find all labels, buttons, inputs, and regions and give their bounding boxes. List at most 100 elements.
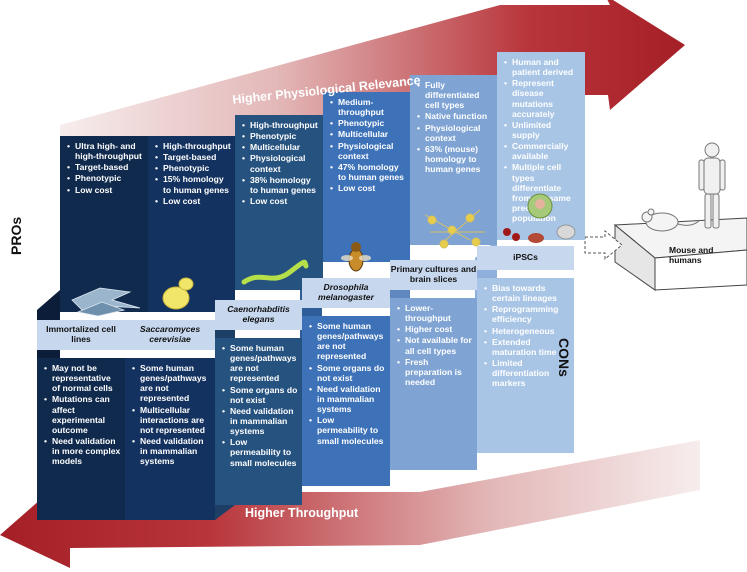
bullet-item: Some human genes/pathways are not repres… xyxy=(222,343,298,384)
model-name-text: Drosophila melanogaster xyxy=(318,282,374,302)
endpoint-label: Mouse and humans xyxy=(669,245,714,265)
bullet-item: Represent disease mutations accurately xyxy=(504,78,581,119)
bullet-item: Fresh preparation is needed xyxy=(397,357,473,387)
bullet-item: Some organs do not exist xyxy=(309,363,386,383)
bullet-item: Limited differentiation markers xyxy=(484,358,570,388)
bullet-item: Low cost xyxy=(155,196,231,206)
bullet-item: High-throughput xyxy=(242,120,319,130)
bullet-item: Heterogeneous xyxy=(484,326,570,336)
bullet-item: Low permeability to small molecules xyxy=(222,437,298,467)
worm-icon xyxy=(241,259,309,285)
fly-icon xyxy=(341,242,371,272)
bullet-item: 15% homology to human genes xyxy=(155,174,231,194)
model-name-text: Caenorhabditis elegans xyxy=(227,304,290,324)
model-name-primary: Primary cultures and brain slices xyxy=(390,260,477,290)
bullet-item: Commercially available xyxy=(504,141,581,161)
model-name-drosophila: Drosophila melanogaster xyxy=(302,278,390,308)
bullet-item: 63% (mouse) homology to human genes xyxy=(417,144,493,174)
bullet-item: Need validation in mammalian systems xyxy=(309,384,386,414)
bullet-item: Fully differentiated cell types xyxy=(417,80,493,110)
cons-list: May not be representative of normal cell… xyxy=(43,363,121,466)
cell-line-icon xyxy=(71,287,141,317)
pros-panel-drosophila: Medium-throughputPhenotypicMulticellular… xyxy=(323,92,410,262)
model-name-text: Saccaromyces cerevisiae xyxy=(139,324,201,344)
bullet-item: Reprogramming efficiency xyxy=(484,304,570,324)
cons-panel-primary: Lower-throughputHigher costNot available… xyxy=(390,298,477,470)
pros-panel-primary: Fully differentiated cell typesNative fu… xyxy=(410,75,497,245)
cons-list: Some human genes/pathways are not repres… xyxy=(221,343,298,468)
model-name-immortalized: Immortalized cell lines xyxy=(37,320,125,350)
pros-list: Medium-throughputPhenotypicMulticellular… xyxy=(329,97,406,193)
cons-list: Lower-throughputHigher costNot available… xyxy=(396,303,473,387)
cons-label: CONs xyxy=(556,338,572,377)
bullet-item: Target-based xyxy=(155,152,231,162)
bullet-item: Medium-throughput xyxy=(330,97,406,117)
model-name-text: Primary cultures and brain slices xyxy=(390,264,477,284)
model-name-text: iPSCs xyxy=(513,252,538,263)
bullet-item: May not be representative of normal cell… xyxy=(44,363,121,393)
bullet-item: Low cost xyxy=(67,185,144,195)
cons-panel-saccaromyces: Some human genes/pathways are not repres… xyxy=(125,358,215,520)
bullet-item: Low cost xyxy=(330,183,406,193)
bullet-item: Multicellular interactions are not repre… xyxy=(132,405,211,435)
cons-list: Some human genes/pathways are not repres… xyxy=(131,363,211,466)
bullet-item: Higher cost xyxy=(397,324,473,334)
human-illustration xyxy=(698,142,726,229)
bullet-item: Need validation in mammalian systems xyxy=(132,436,211,466)
pros-list: Fully differentiated cell typesNative fu… xyxy=(416,80,493,174)
bullet-item: Physiological context xyxy=(330,141,406,161)
yeast-icon xyxy=(162,277,194,310)
bullet-item: Lower-throughput xyxy=(397,303,473,323)
cons-list: Some human genes/pathways are not repres… xyxy=(308,321,386,446)
model-name-celegans: Caenorhabditis elegans xyxy=(215,300,302,330)
pros-panel-immortalized: Ultra high- and high-throughputTarget-ba… xyxy=(60,136,148,312)
bullet-item: Need validation in mammalian systems xyxy=(222,406,298,436)
bullet-item: Phenotypic xyxy=(242,131,319,141)
bullet-item: Native function xyxy=(417,111,493,121)
bullet-item: Phenotypic xyxy=(67,173,144,183)
bullet-item: Extended maturation time xyxy=(484,337,570,357)
cons-list: Bias towards certain lineagesReprogrammi… xyxy=(483,283,570,388)
bullet-item: 47% homology to human genes xyxy=(330,162,406,182)
model-name-saccaromyces: Saccaromyces cerevisiae xyxy=(125,320,215,350)
bullet-item: High-throughput xyxy=(155,141,231,151)
bullet-item: Some organs do not exist xyxy=(222,385,298,405)
bullet-item: Multicellular xyxy=(330,129,406,139)
neuron-network-icon xyxy=(424,209,485,249)
ipsc-icons xyxy=(503,193,576,243)
top-arrow xyxy=(60,0,685,170)
bullet-item: 38% homology to human genes xyxy=(242,175,319,195)
bullet-item: Not available for all cell types xyxy=(397,335,473,355)
bullet-item: Low permeability to small molecules xyxy=(309,415,386,445)
bullet-item: Bias towards certain lineages xyxy=(484,283,570,303)
bullet-item: Physiological context xyxy=(417,123,493,143)
cons-panel-ipscs: Bias towards certain lineagesReprogrammi… xyxy=(477,278,574,453)
bullet-item: Physiological context xyxy=(242,153,319,173)
bullet-item: Low cost xyxy=(242,196,319,206)
cons-panel-immortalized: May not be representative of normal cell… xyxy=(37,358,125,520)
bullet-item: Ultra high- and high-throughput xyxy=(67,141,144,161)
bullet-item: Phenotypic xyxy=(330,118,406,128)
pros-list: High-throughputTarget-basedPhenotypic15%… xyxy=(154,141,231,206)
bullet-item: Some human genes/pathways are not repres… xyxy=(132,363,211,404)
bottom-arrow xyxy=(0,440,700,568)
cons-panel-drosophila: Some human genes/pathways are not repres… xyxy=(302,316,390,486)
bullet-item: Multicellular xyxy=(242,142,319,152)
bullet-item: Human and patient derived xyxy=(504,57,581,77)
model-name-ipscs: iPSCs xyxy=(477,246,574,270)
bullet-item: Target-based xyxy=(67,162,144,172)
bullet-item: Unlimited supply xyxy=(504,120,581,140)
pros-panel-celegans: High-throughputPhenotypicMulticellularPh… xyxy=(235,115,323,290)
pros-list: Ultra high- and high-throughputTarget-ba… xyxy=(66,141,144,195)
bullet-item: Phenotypic xyxy=(155,163,231,173)
mouse-illustration xyxy=(641,208,701,232)
pros-label: PROs xyxy=(8,216,24,255)
bullet-item: Mutations can affect experimental outcom… xyxy=(44,394,121,435)
bottom-arrow-label: Higher Throughput xyxy=(245,506,359,520)
cons-panel-celegans: Some human genes/pathways are not repres… xyxy=(215,338,302,505)
pros-list: High-throughputPhenotypicMulticellularPh… xyxy=(241,120,319,206)
model-name-text: Immortalized cell lines xyxy=(46,324,116,344)
bullet-item: Need validation in more complex models xyxy=(44,436,121,466)
bullet-item: Some human genes/pathways are not repres… xyxy=(309,321,386,362)
